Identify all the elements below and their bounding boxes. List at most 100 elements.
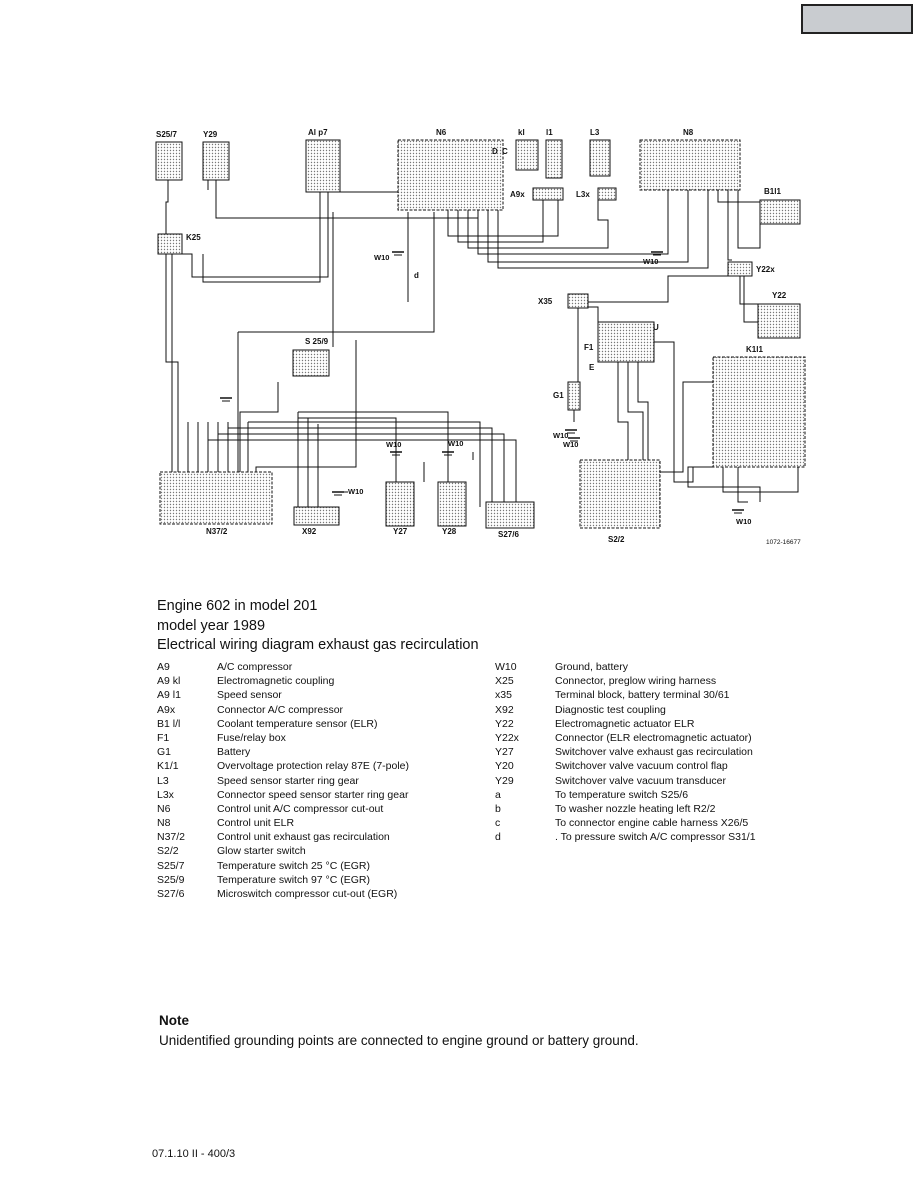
legend-code: x35 xyxy=(495,689,512,702)
component-label: K25 xyxy=(186,233,201,242)
component-label: B1l1 xyxy=(764,187,781,196)
component-label: K1l1 xyxy=(746,345,763,354)
wire xyxy=(165,180,169,234)
component-label: Al p7 xyxy=(308,128,328,137)
component-x35 xyxy=(567,293,589,309)
component-label: S2/2 xyxy=(608,535,625,544)
component-s2-2 xyxy=(579,459,661,529)
legend-description: Overvoltage protection relay 87E (7-pole… xyxy=(217,760,410,773)
component-s27-6 xyxy=(485,501,535,529)
legend-code: A9 kl xyxy=(157,675,181,688)
ground-label: W10 xyxy=(386,440,401,449)
legend-row: K1/1 Overvoltage protection relay 87E (7-… xyxy=(157,759,409,773)
legend-code: K1/1 xyxy=(157,760,179,773)
legend-code: S2/2 xyxy=(157,845,179,858)
legend-description: Control unit A/C compressor cut-out xyxy=(217,802,384,815)
legend-code: N6 xyxy=(157,802,171,815)
component-label: Y22 xyxy=(772,291,787,300)
legend-description: Electromagnetic coupling xyxy=(217,675,335,688)
wire xyxy=(165,254,179,474)
wire xyxy=(182,192,329,278)
caption-model-year: model year 1989 xyxy=(157,618,266,634)
wire xyxy=(208,439,517,507)
legend-description: To connector engine cable harness X26/5 xyxy=(555,817,749,830)
component-y28 xyxy=(437,481,467,527)
legend-code: L3 xyxy=(157,774,169,787)
wire xyxy=(739,276,758,305)
component-b1l1 xyxy=(759,199,801,225)
component-label: Y28 xyxy=(442,527,457,536)
connection-letter: d xyxy=(414,271,419,280)
component-k25 xyxy=(157,233,183,255)
component-label: F1 xyxy=(584,343,594,352)
connection-letter: C xyxy=(502,147,508,156)
legend-description: Connector A/C compressor xyxy=(217,703,344,716)
component-y29 xyxy=(202,141,230,181)
component-label: E xyxy=(589,363,595,372)
component-label: A9x xyxy=(510,190,525,199)
legend-description: Switchover valve vacuum transducer xyxy=(555,774,726,787)
wire xyxy=(627,362,644,460)
wire xyxy=(248,421,481,507)
legend-row: L3 Speed sensor starter ring gear xyxy=(157,774,409,788)
legend-code: F1 xyxy=(157,731,170,744)
wire xyxy=(477,190,669,255)
legend-row: A9x Connector A/C compressor xyxy=(157,703,409,717)
component-x92 xyxy=(293,506,340,526)
wire xyxy=(637,362,649,460)
legend-description: Temperature switch 97 °C (EGR) xyxy=(217,873,370,886)
legend-code: Y29 xyxy=(495,774,514,787)
legend-description: Battery xyxy=(217,746,251,759)
legend-code: L3x xyxy=(157,788,174,801)
legend-description: Connector speed sensor starter ring gear xyxy=(217,788,409,801)
wire xyxy=(298,411,449,482)
legend-code: Y22x xyxy=(495,731,519,744)
legend-code: A9x xyxy=(157,703,176,716)
component-k1-1 xyxy=(712,356,806,468)
legend-code: X25 xyxy=(495,675,514,688)
wire xyxy=(239,382,279,474)
legend-description: Control unit ELR xyxy=(217,817,295,830)
legend-description: Electromagnetic actuator ELR xyxy=(555,717,695,730)
component-n6 xyxy=(397,139,504,211)
legend-description: Temperature switch 25 °C (EGR) xyxy=(217,859,370,872)
wire xyxy=(202,192,321,283)
wire xyxy=(660,381,713,473)
ground-label: W10 xyxy=(348,487,363,496)
legend-row: A9 kl Electromagnetic coupling xyxy=(157,674,409,688)
legend-code: d xyxy=(495,831,501,844)
legend-description: Speed sensor starter ring gear xyxy=(217,774,359,787)
component-l3x xyxy=(597,187,617,201)
note-text: Unidentified grounding points are connec… xyxy=(159,1033,639,1048)
component-b1-7 xyxy=(305,139,341,193)
legend-description: . To pressure switch A/C compressor S31/… xyxy=(555,831,756,844)
ground-label: W10 xyxy=(736,517,751,526)
wire xyxy=(588,275,728,303)
component-s25-9 xyxy=(292,349,330,377)
legend-description: To temperature switch S25/6 xyxy=(555,788,689,801)
component-label: U xyxy=(653,323,659,332)
wire xyxy=(497,190,709,269)
ground-label: W10 xyxy=(643,257,658,266)
legend-code: S25/7 xyxy=(157,859,185,872)
legend-row: Y29 Switchover valve vacuum transducer xyxy=(495,774,756,788)
wire xyxy=(487,190,689,263)
wire xyxy=(298,417,397,482)
component-label: X92 xyxy=(302,527,317,536)
wire xyxy=(727,190,732,261)
legend-code: A9 l1 xyxy=(157,689,181,702)
legend-description: A/C compressor xyxy=(217,661,293,673)
wire xyxy=(447,200,559,237)
wire xyxy=(687,466,761,502)
